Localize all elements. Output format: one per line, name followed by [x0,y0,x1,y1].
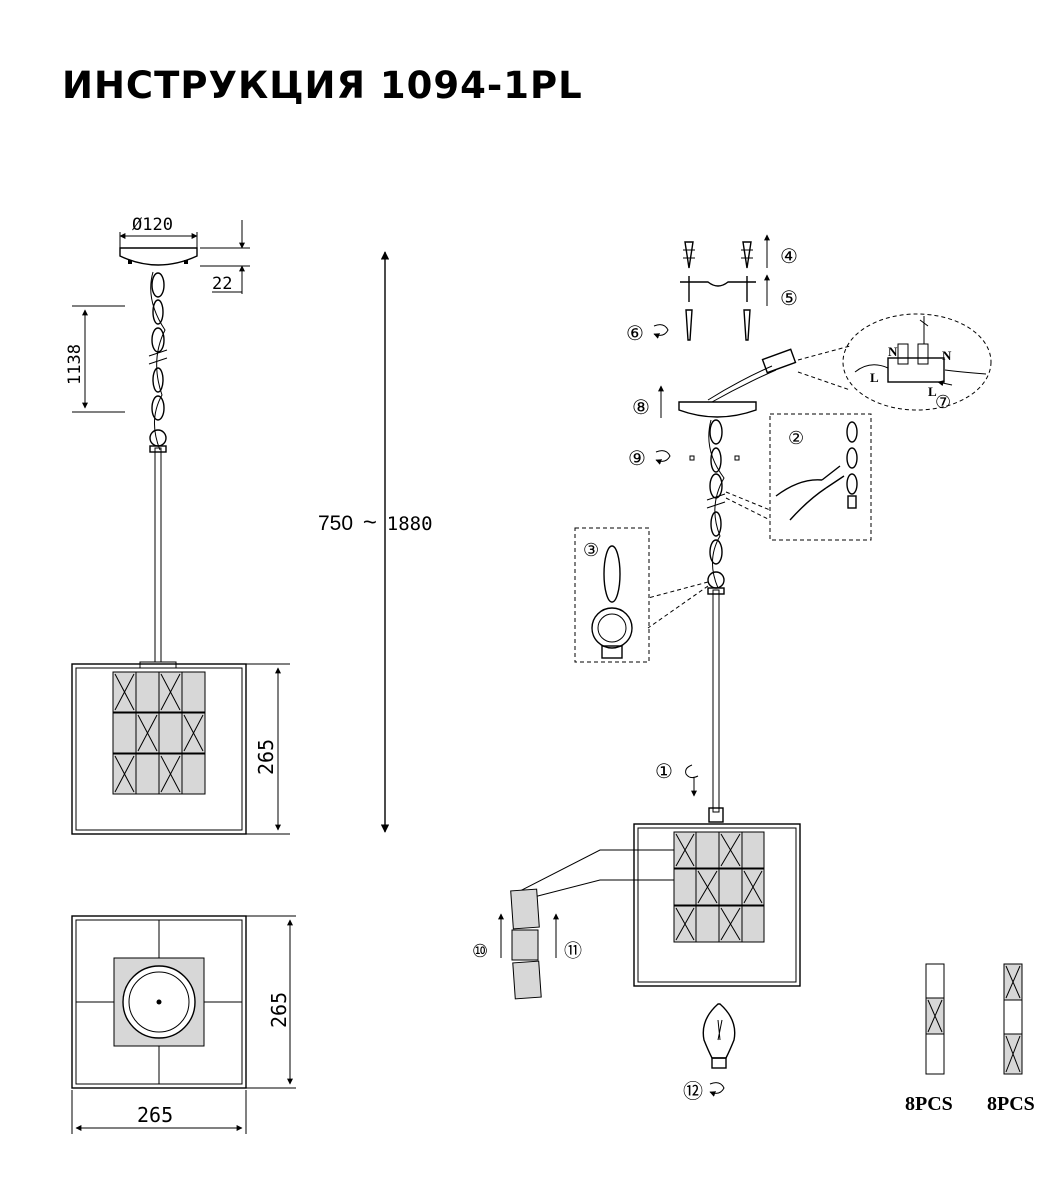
step-8-label: ⑧ [632,397,650,419]
terminal-detail: N N L L ⑦ [842,313,992,412]
page-title: ИНСТРУКЦИЯ 1094-1PL [62,64,583,107]
overall-max-label: 1880 [387,513,433,535]
step-12-label: ⑫ [683,1080,703,1103]
step-6-label: ⑥ [626,323,644,345]
terminal-l-left: L [870,370,879,385]
shade-frame-right [633,823,801,987]
terminal-n-left: N [888,344,898,359]
mounting-bracket [680,276,756,302]
canopy-height-label: 22 [212,274,232,294]
canopy-right [678,401,757,418]
crystal-pack-1-qty: 8PCS [905,1093,953,1115]
rod-right [712,589,720,813]
overall-min-label: 750 [318,512,353,535]
overall-height-dimension: 750 ~ 1880 [318,251,433,833]
chain [148,271,168,451]
step-2-label: ② [788,428,804,448]
front-view: Ø120 22 1138 [65,215,290,835]
step-11-label: ⑪ [564,941,582,961]
crystal-pack-1 [925,963,945,1075]
hook-detail: ③ [574,527,650,663]
crystal-strand-install [510,888,542,1000]
step-4-label: ④ [780,246,798,268]
overall-tilde: ~ [363,509,377,536]
step-1-label: ① [655,761,673,783]
crystal-column-front [112,671,206,795]
svg-text:750 ~ 1880: 750 ~ 1880 [318,509,433,536]
chain-length-label: 1138 [65,344,85,385]
crystal-column-right [673,831,765,943]
shade-width-label: 265 [137,1103,173,1127]
bulb [702,1003,736,1069]
step-9-label: ⑨ [628,448,646,470]
shade-height-label: 265 [254,739,278,775]
step-7-label: ⑦ [935,392,951,412]
shade-depth-label: 265 [267,992,291,1028]
assembly-view: ④ ⑤ ⑥ N N L L ⑦ ⑧ ⑨ [472,234,1035,1115]
step-5-label: ⑤ [780,288,798,310]
step-3-label: ③ [583,540,599,560]
screws [685,309,751,341]
crystal-pack-2 [1003,963,1023,1075]
rod [154,447,162,663]
pliers-detail: ② [769,413,872,541]
terminal-l-right: L [928,384,937,399]
step-10-label: ⑩ [472,941,488,961]
shade-frame [71,663,247,835]
top-view: 265 265 [71,915,296,1134]
crystal-pack-2-qty: 8PCS [987,1093,1035,1115]
terminal-n-right: N [942,348,952,363]
canopy [119,247,198,266]
chain-right [706,419,726,589]
top-frame [71,915,247,1089]
canopy-diameter-label: Ø120 [132,215,173,235]
wall-anchors [683,241,753,269]
